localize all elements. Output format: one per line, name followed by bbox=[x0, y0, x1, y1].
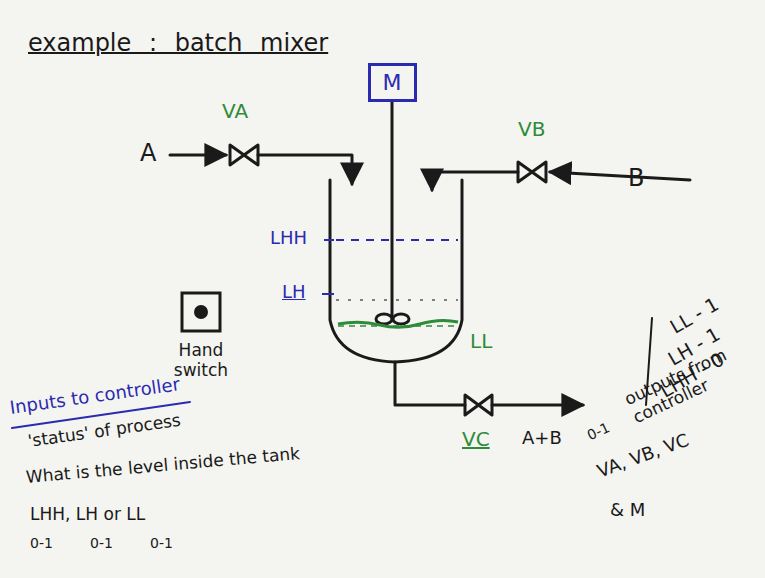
output-list: & M bbox=[610, 500, 645, 521]
range-label: 0-1 bbox=[150, 535, 173, 551]
label-a: A bbox=[140, 140, 156, 168]
product-label: A+B bbox=[522, 428, 562, 449]
motor-label: M bbox=[371, 70, 414, 95]
switch-symbol bbox=[179, 290, 223, 334]
level-label: LHH bbox=[270, 228, 307, 249]
valve-label: VB bbox=[518, 118, 545, 141]
motor-box: M bbox=[368, 63, 417, 102]
hand-switch: Hand switch bbox=[158, 290, 244, 381]
valve-label: VA bbox=[222, 100, 248, 123]
title: example : batch mixer bbox=[28, 30, 328, 58]
note: LHH, LH or LL bbox=[30, 505, 145, 525]
note: 'status' of process bbox=[27, 411, 182, 452]
level-label: LL bbox=[470, 330, 492, 353]
range-label: 0-1 bbox=[90, 535, 113, 551]
valve-label: VC bbox=[462, 428, 490, 451]
output-list: VA, VB, VC bbox=[594, 430, 691, 482]
label-b: B bbox=[628, 165, 644, 193]
note: What is the level inside the tank bbox=[25, 444, 301, 487]
section-heading: Inputs to controller bbox=[9, 374, 182, 418]
range-label: 0-1 bbox=[585, 419, 613, 443]
range-label: 0-1 bbox=[30, 535, 53, 551]
level-label: LH bbox=[282, 282, 306, 303]
